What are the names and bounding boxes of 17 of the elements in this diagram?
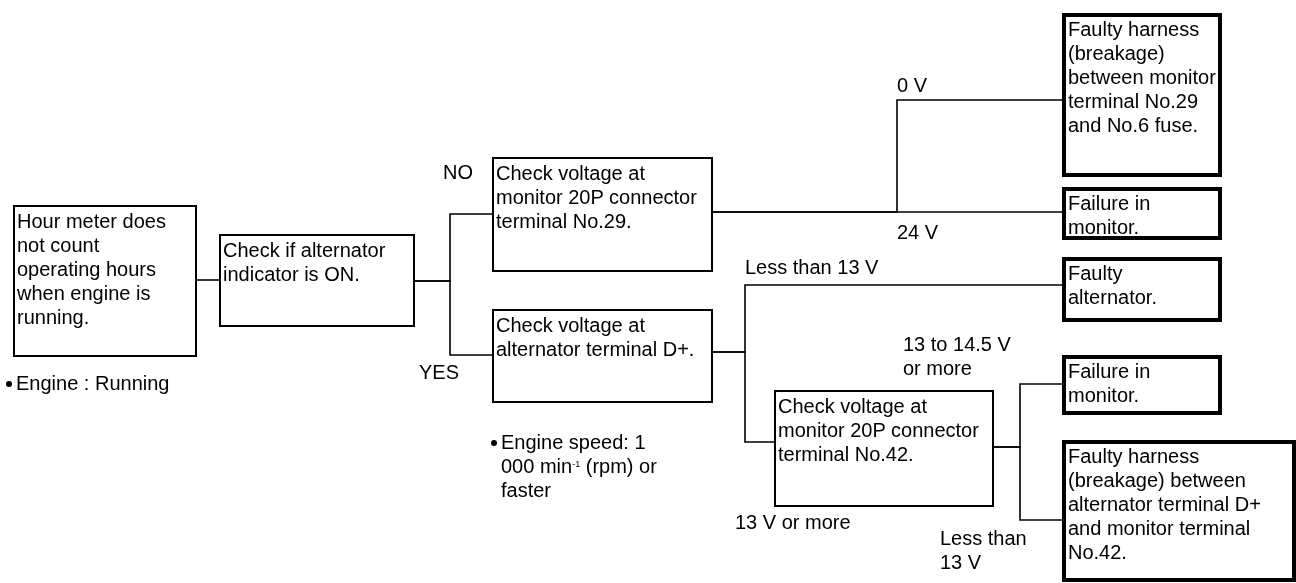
connector-line [712,351,775,443]
check-box: Check voltage at alternator terminal D+. [492,309,713,403]
result-box: Faulty harness (breakage) between monitor terminal No.29 and No.6 fuse. [1062,13,1222,177]
condition-note: Engine : Running [16,371,170,395]
check-box: Hour meter does not count operating hours when engine is running. [13,205,197,357]
connector-line [414,280,493,356]
connector-line [993,446,1063,521]
result-box: Failure in monitor. [1062,187,1222,240]
connector-line [712,211,1063,213]
condition-note: Engine speed: 1 000 min$^{-1}$ (rpm) or faster [501,430,658,502]
connector-line [196,279,220,281]
check-box: Check voltage at monitor 20P connector terminal No.42. [774,390,994,507]
check-box: Check if alternator indicator is ON. [219,234,415,327]
result-box: Failure in monitor. [1062,355,1222,415]
check-box: Check voltage at monitor 20P connector terminal No.29. [492,157,713,272]
result-box: Faulty alternator. [1062,257,1222,322]
result-box: Faulty harness (breakage) between alternator terminal D+ and monitor terminal No.42. [1062,440,1296,582]
